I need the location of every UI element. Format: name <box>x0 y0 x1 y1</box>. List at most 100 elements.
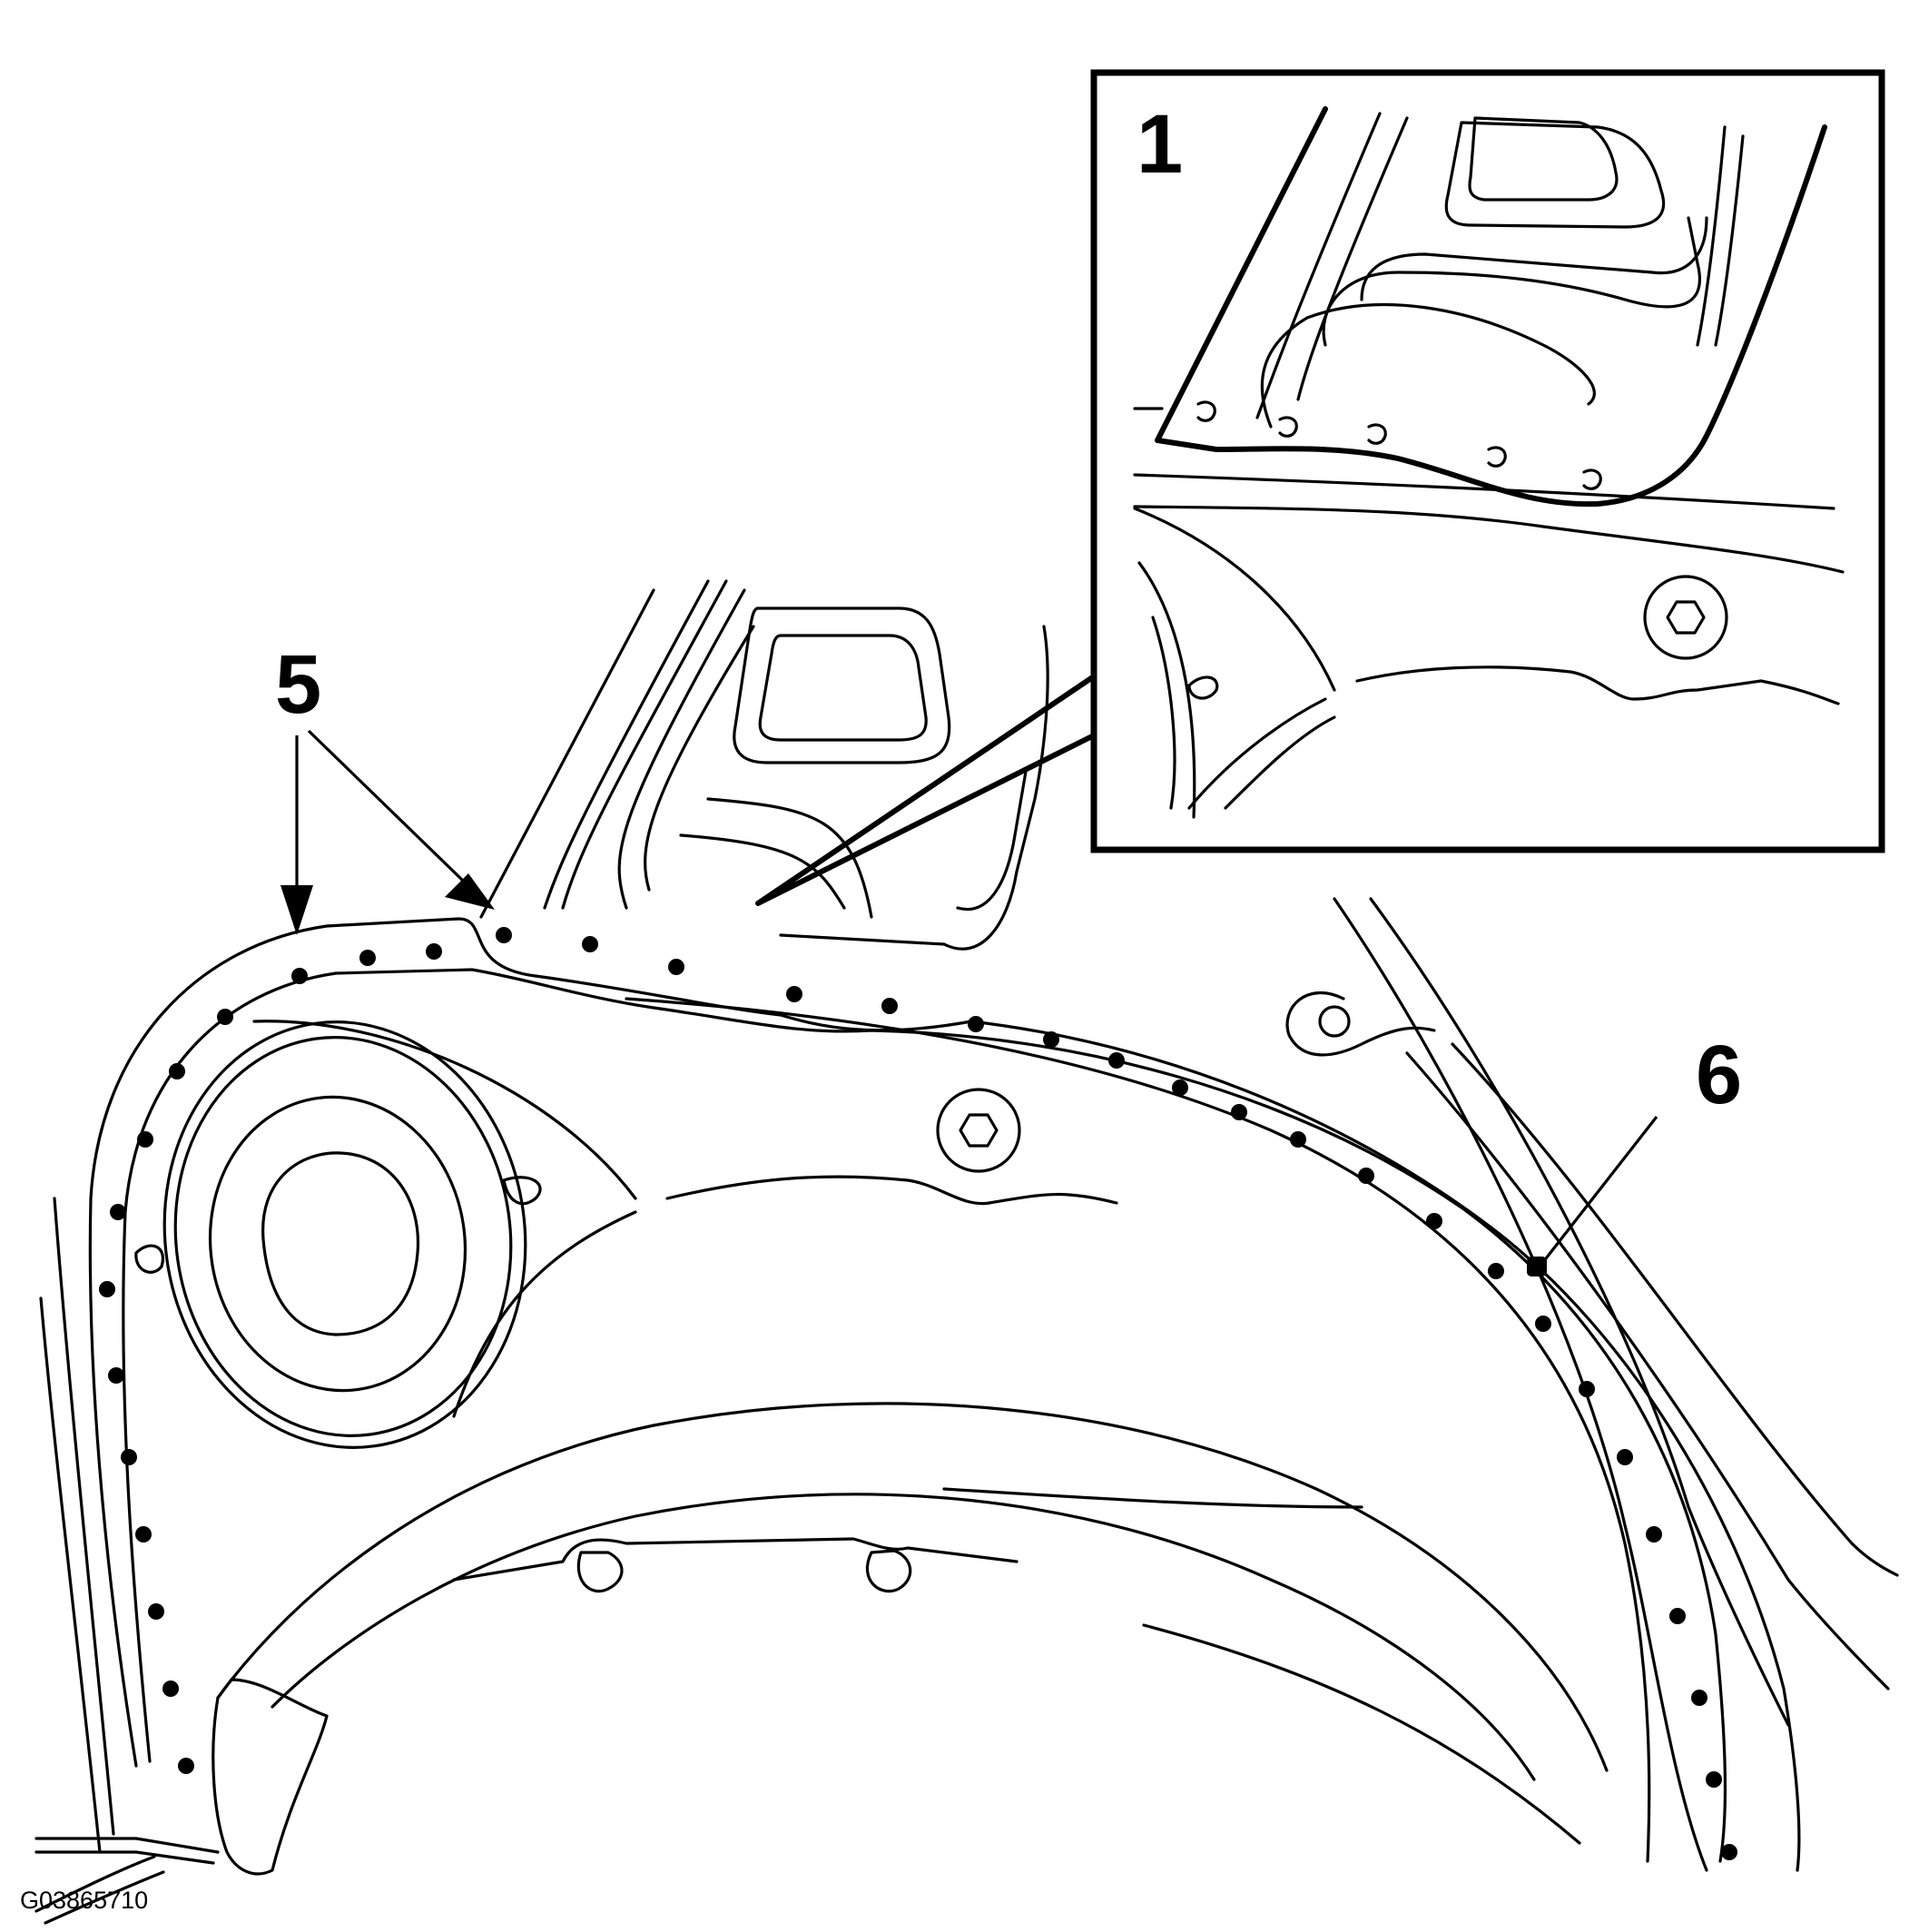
weld-6-marker <box>1527 1257 1547 1276</box>
detail-weld-clip <box>1278 416 1298 438</box>
speaker-surround-low <box>452 1210 637 1418</box>
spot-weld <box>1669 1608 1686 1624</box>
detail-inset <box>755 69 1885 906</box>
callout-1-label: 1 <box>1137 98 1183 191</box>
spot-weld <box>169 1063 185 1079</box>
detail-frame <box>1090 69 1885 853</box>
spot-weld <box>1358 1168 1374 1184</box>
panel-crease <box>665 1175 1118 1206</box>
detail-bead-1 <box>1260 303 1596 429</box>
aperture-inner <box>758 634 928 742</box>
spot-weld <box>1043 1031 1059 1048</box>
detail-bolt-hex-icon <box>1666 600 1706 635</box>
aperture-frame-left <box>779 933 946 946</box>
wheel-arch-outer <box>216 1402 1609 1772</box>
detail-crease <box>1355 665 1840 705</box>
aperture-outer <box>733 606 951 764</box>
speaker-surround <box>252 1020 637 1200</box>
detail-weld-clip <box>1487 446 1507 468</box>
wheel-arch-rib <box>942 1487 1363 1509</box>
detail-aperture-outer <box>1444 121 1666 229</box>
detail-right-strip-2 <box>1714 134 1745 347</box>
speaker-tab-right <box>502 1176 542 1206</box>
wheel-arch-inner <box>271 1493 1536 1781</box>
detail-weld-clip <box>1582 468 1602 490</box>
detail-tab <box>1187 675 1219 700</box>
spot-weld <box>1488 1263 1504 1279</box>
leader-5b <box>307 729 465 882</box>
spot-weld <box>108 1367 124 1384</box>
aperture-bead <box>706 797 873 919</box>
spot-weld <box>786 986 802 1002</box>
detail-aperture-inner <box>1468 116 1619 202</box>
spot-weld <box>291 968 308 984</box>
spot-weld <box>881 998 898 1014</box>
spot-weld <box>496 927 512 943</box>
spot-weld <box>1579 1381 1595 1397</box>
spot-weld <box>1706 1771 1722 1788</box>
spot-weld <box>162 1681 179 1697</box>
pillar-outer-line-3 <box>561 579 728 910</box>
speaker-cup-inner <box>208 1095 467 1393</box>
rocker-line-3 <box>34 1855 156 1913</box>
spot-weld <box>1172 1079 1188 1096</box>
callout-6-label: 6 <box>1696 1029 1742 1121</box>
detail-weld-clip <box>1196 400 1216 422</box>
wheel-arch-liner <box>452 1537 1019 1582</box>
spot-weld <box>137 1131 153 1148</box>
quarter-tab-hole <box>1318 1005 1351 1038</box>
detail-arc <box>1133 507 1336 692</box>
quarter-line-1 <box>1333 897 1708 1872</box>
quarter-line-4 <box>1451 1042 1899 1577</box>
quarter-line-3 <box>1405 1051 1890 1690</box>
spot-weld <box>1426 1213 1442 1229</box>
bolt-head <box>936 1088 1021 1173</box>
figure-id-label: G03865710 <box>20 1887 148 1914</box>
lower-bracket <box>212 1678 329 1876</box>
aperture-frame-right <box>942 625 1049 951</box>
speaker-cup-outer <box>162 1020 527 1449</box>
spot-weld <box>582 936 598 952</box>
spot-weld <box>99 1281 115 1297</box>
spot-weld <box>968 1016 984 1032</box>
spot-weld <box>121 1449 137 1465</box>
rear-pillar-edge-1 <box>39 1296 102 1854</box>
spot-weld <box>359 950 376 966</box>
aperture-frame-right-2 <box>956 770 1028 912</box>
detail-pointer-wedge <box>755 674 1097 906</box>
wheel-arch-rib-2 <box>1142 1623 1581 1845</box>
detail-right-strip <box>1696 125 1727 347</box>
detail-bead-2 <box>1322 216 1702 347</box>
wheelhouse-panel-drawing <box>34 579 1899 1925</box>
detail-weld-clip <box>1367 423 1387 445</box>
panel-outer-flange <box>88 917 1801 1872</box>
detail-arc-4 <box>1187 697 1327 810</box>
pillar-inner-line-2 <box>644 625 755 892</box>
spot-weld <box>178 1758 194 1774</box>
spot-weld <box>668 959 684 975</box>
spot-weld <box>1108 1052 1125 1069</box>
detail-panel-edge-right <box>1155 124 1827 508</box>
detail-bead-3 <box>1360 216 1708 301</box>
spot-weld <box>1617 1449 1633 1465</box>
quarter-tab <box>1285 991 1436 1057</box>
panel-inner-flange <box>122 968 1727 1863</box>
leader-5b-arrowhead <box>445 873 495 910</box>
rear-pillar-edge-2 <box>53 1197 115 1836</box>
rocker-line-4 <box>44 1870 165 1925</box>
detail-bolt-head <box>1643 575 1728 660</box>
aperture-bead-2 <box>679 833 846 910</box>
leader-6 <box>1541 1116 1658 1263</box>
pillar-inner-line-1 <box>617 588 746 910</box>
speaker-cup-hole <box>261 1151 420 1336</box>
pillar-outer-line-2 <box>543 579 710 910</box>
wheel-arch-tab-2 <box>865 1549 912 1593</box>
spot-weld <box>217 1009 233 1025</box>
detail-arc-5 <box>1224 715 1336 810</box>
spot-weld <box>1231 1104 1247 1120</box>
leader-5a-arrowhead <box>280 885 313 935</box>
spot-weld <box>1646 1526 1662 1543</box>
rocker-line-1 <box>34 1837 220 1854</box>
quarter-line-2 <box>1369 897 1790 1727</box>
